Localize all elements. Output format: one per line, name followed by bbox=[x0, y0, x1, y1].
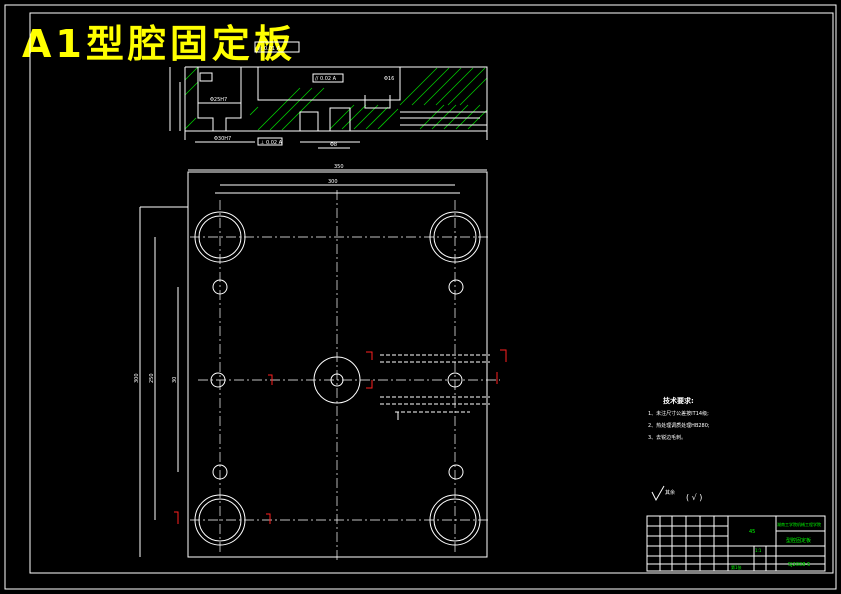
cooling-channels bbox=[380, 354, 490, 413]
roughness-symbol-icon bbox=[651, 485, 665, 502]
dim-pin-spacing: 300 bbox=[328, 179, 338, 185]
screw-holes bbox=[210, 279, 464, 480]
central-cavity bbox=[313, 356, 361, 404]
section-dim-text: ◎ 0.01 A // 0.02 A ⊥ 0.02 A Φ25H7 Φ30H7 … bbox=[210, 46, 394, 148]
roughness-check: ( √ ) bbox=[686, 493, 702, 502]
material: 45 bbox=[749, 529, 755, 535]
svg-text:Φ16: Φ16 bbox=[384, 76, 394, 82]
section-dimensions bbox=[169, 41, 360, 149]
title-block: 45 湖南工学院机械工程学院 型腔固定板 SJ2008-5 1:1 第1张 bbox=[646, 515, 826, 572]
roughness-note: 其余 ( √ ) bbox=[651, 485, 702, 502]
dim-overall-width: 350 bbox=[334, 164, 344, 170]
svg-text:// 0.02 A: // 0.02 A bbox=[315, 76, 337, 82]
sheet: 第1张 bbox=[731, 564, 742, 570]
svg-text:Φ8: Φ8 bbox=[330, 142, 337, 148]
dim-hole-spacing: 250 bbox=[149, 373, 155, 383]
drawing-title: A1型腔固定板 bbox=[22, 22, 296, 66]
section-outline bbox=[184, 66, 488, 140]
dim-side: 30 bbox=[172, 377, 178, 383]
section-view: ◎ 0.01 A // 0.02 A ⊥ 0.02 A Φ25H7 Φ30H7 … bbox=[169, 41, 488, 149]
svg-text:Φ30H7: Φ30H7 bbox=[214, 136, 231, 142]
svg-text:◎ 0.01 A: ◎ 0.01 A bbox=[258, 46, 281, 52]
plan-dim-text: 350 300 300 250 30 bbox=[134, 164, 344, 383]
tech-item-1: 1、未注尺寸公差按IT14级; bbox=[648, 410, 709, 417]
plan-view: 350 300 300 250 30 bbox=[134, 164, 507, 560]
svg-text:Φ25H7: Φ25H7 bbox=[210, 97, 227, 103]
drawing-number: SJ2008-5 bbox=[788, 562, 810, 568]
guide-holes bbox=[194, 211, 481, 546]
school-name: 湖南工学院机械工程学院 bbox=[777, 521, 821, 527]
dim-overall-height: 300 bbox=[134, 373, 140, 383]
plate-outline bbox=[187, 171, 488, 558]
inner-border bbox=[29, 12, 834, 574]
section-markers bbox=[174, 349, 507, 524]
tech-heading: 技术要求: bbox=[663, 396, 694, 405]
svg-text:⊥ 0.02 A: ⊥ 0.02 A bbox=[260, 140, 283, 146]
tech-requirements: 技术要求: 1、未注尺寸公差按IT14级; 2、热处理调质处理HB280; 3、… bbox=[648, 396, 710, 441]
plan-dimensions bbox=[139, 169, 487, 557]
outer-border bbox=[4, 4, 837, 590]
tech-item-2: 2、热处理调质处理HB280; bbox=[648, 422, 710, 429]
scale: 1:1 bbox=[755, 548, 762, 553]
roughness-value: 其余 bbox=[665, 489, 675, 496]
tech-item-3: 3、去锐边毛刺。 bbox=[648, 434, 686, 441]
part-name: 型腔固定板 bbox=[786, 537, 811, 544]
